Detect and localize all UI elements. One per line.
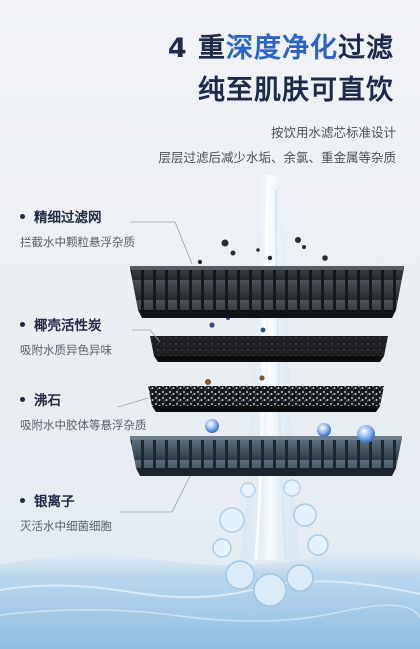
page-title-line1: 4 重深度净化过滤 xyxy=(168,26,394,65)
layer-name: 精细过滤网 xyxy=(34,210,102,226)
layer-desc: 吸附水质异色异味 xyxy=(20,343,112,357)
layer-desc: 拦截水中颗粒悬浮杂质 xyxy=(20,235,135,249)
fine-mesh-layer-icon xyxy=(130,266,404,318)
carbon-layer-icon xyxy=(150,336,388,362)
layer-label-carbon: 椰壳活性炭 吸附水质异色异味 xyxy=(20,314,112,358)
bullet-icon xyxy=(20,396,25,402)
layer-desc: 吸附水中胶体等悬浮杂质 xyxy=(20,418,147,432)
subtitle-line2: 层层过滤后减少水垢、余氯、重金属等杂质 xyxy=(158,150,396,165)
subtitle-line1: 按饮用水滤芯标准设计 xyxy=(270,125,396,140)
layer-label-zeolite: 沸石 吸附水中胶体等悬浮杂质 xyxy=(20,389,147,433)
layer-label-silver-ion: 银离子 灭活水中细菌细胞 xyxy=(20,490,112,534)
page-title-line2: 纯至肌肤可直饮 xyxy=(198,75,394,106)
title-suffix: 过滤 xyxy=(338,33,394,64)
title-accent: 深度净化 xyxy=(226,33,338,64)
label-connector-lines xyxy=(117,221,193,513)
water-surface xyxy=(0,548,420,649)
title-prefix: 4 重 xyxy=(167,33,226,64)
zeolite-layer-icon xyxy=(148,386,384,412)
layer-name: 沸石 xyxy=(34,393,61,409)
layer-label-fine-mesh: 精细过滤网 拦截水中颗粒悬浮杂质 xyxy=(20,206,135,250)
silver-ion-layer-icon xyxy=(130,419,402,476)
impurity-particles xyxy=(197,237,328,391)
layer-name: 椰壳活性炭 xyxy=(34,318,102,334)
bullet-icon xyxy=(20,321,25,327)
layer-desc: 灭活水中细菌细胞 xyxy=(20,519,112,533)
bullet-icon xyxy=(20,497,25,503)
bullet-icon xyxy=(20,213,25,219)
layer-name: 银离子 xyxy=(34,494,75,510)
